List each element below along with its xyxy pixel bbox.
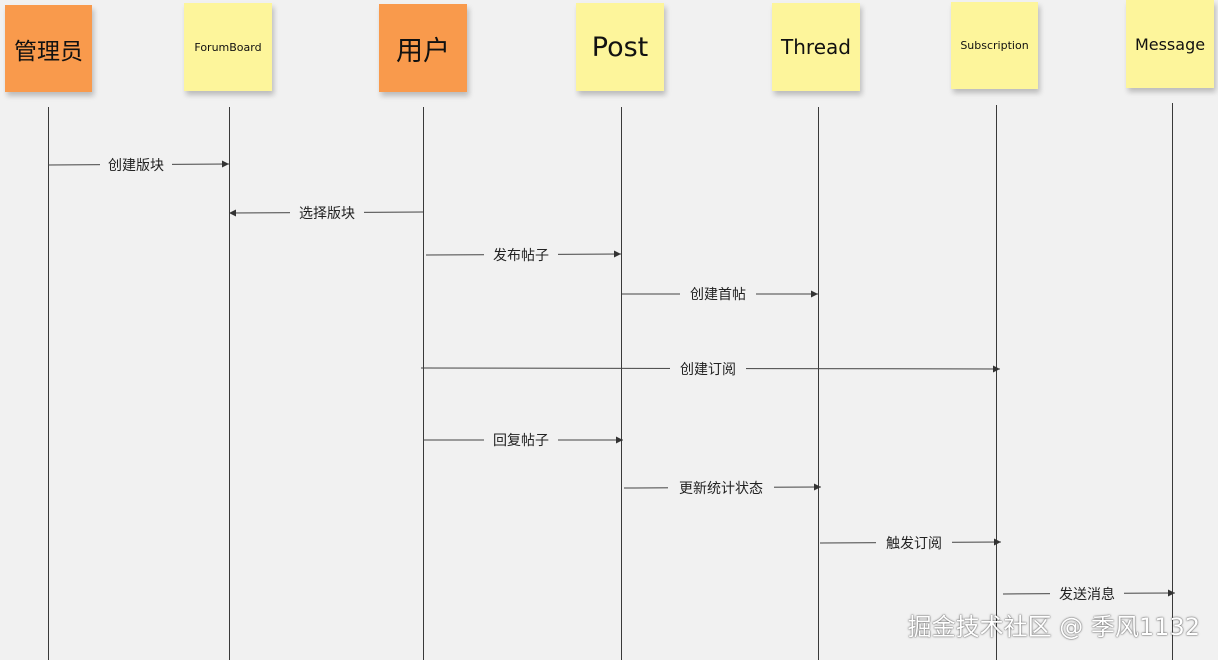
message-update-stats: 更新统计状态: [623, 478, 822, 498]
message-publish-post: 发布帖子: [425, 245, 622, 265]
message-send-message-label: 发送消息: [1059, 586, 1115, 603]
message-select-board-label: 选择版块: [299, 206, 355, 222]
message-trigger-subscription-label: 触发订阅: [886, 536, 942, 552]
participant-message-label: Message: [1134, 34, 1206, 54]
watermark: 掘金技术社区 @ 季风1132: [907, 613, 1200, 641]
participant-user: 用户: [379, 4, 467, 92]
lifeline-post: [621, 107, 622, 660]
participant-subscription-label: Subscription: [960, 39, 1029, 52]
lifeline-admin: [48, 107, 49, 660]
message-create-board: 创建版块: [47, 155, 230, 175]
participant-forumboard: ForumBoard: [184, 3, 272, 91]
message-create-board-label: 创建版块: [108, 158, 164, 174]
participant-post: Post: [576, 3, 664, 91]
participant-admin: 管理员: [5, 5, 92, 92]
lifeline-thread: [818, 107, 819, 660]
participant-admin-label: 管理员: [14, 38, 83, 65]
lifeline-message: [1172, 103, 1173, 660]
lifeline-subscription: [996, 105, 997, 660]
participant-thread: Thread: [772, 3, 860, 91]
lifeline-forumboard: [229, 107, 230, 660]
lifeline-user: [423, 107, 424, 660]
message-trigger-subscription: 触发订阅: [819, 533, 1002, 553]
participant-message: Message: [1126, 0, 1214, 88]
message-update-stats-label: 更新统计状态: [679, 481, 763, 497]
message-send-message: 发送消息: [1002, 584, 1176, 604]
participant-forumboard-label: ForumBoard: [194, 40, 262, 54]
participant-user-label: 用户: [396, 35, 450, 67]
participant-thread-label: Thread: [781, 35, 851, 59]
participant-post-label: Post: [591, 31, 649, 63]
message-reply-post-label: 回复帖子: [493, 432, 549, 449]
message-publish-post-label: 发布帖子: [493, 248, 549, 264]
message-create-first-post: 创建首帖: [622, 284, 818, 304]
message-create-first-post-label: 创建首帖: [690, 287, 746, 303]
message-create-subscription-label: 创建订阅: [680, 362, 736, 378]
message-reply-post: 回复帖子: [423, 430, 623, 450]
message-create-subscription: 创建订阅: [420, 359, 1001, 379]
message-select-board: 选择版块: [228, 203, 424, 223]
participant-subscription: Subscription: [951, 2, 1038, 89]
